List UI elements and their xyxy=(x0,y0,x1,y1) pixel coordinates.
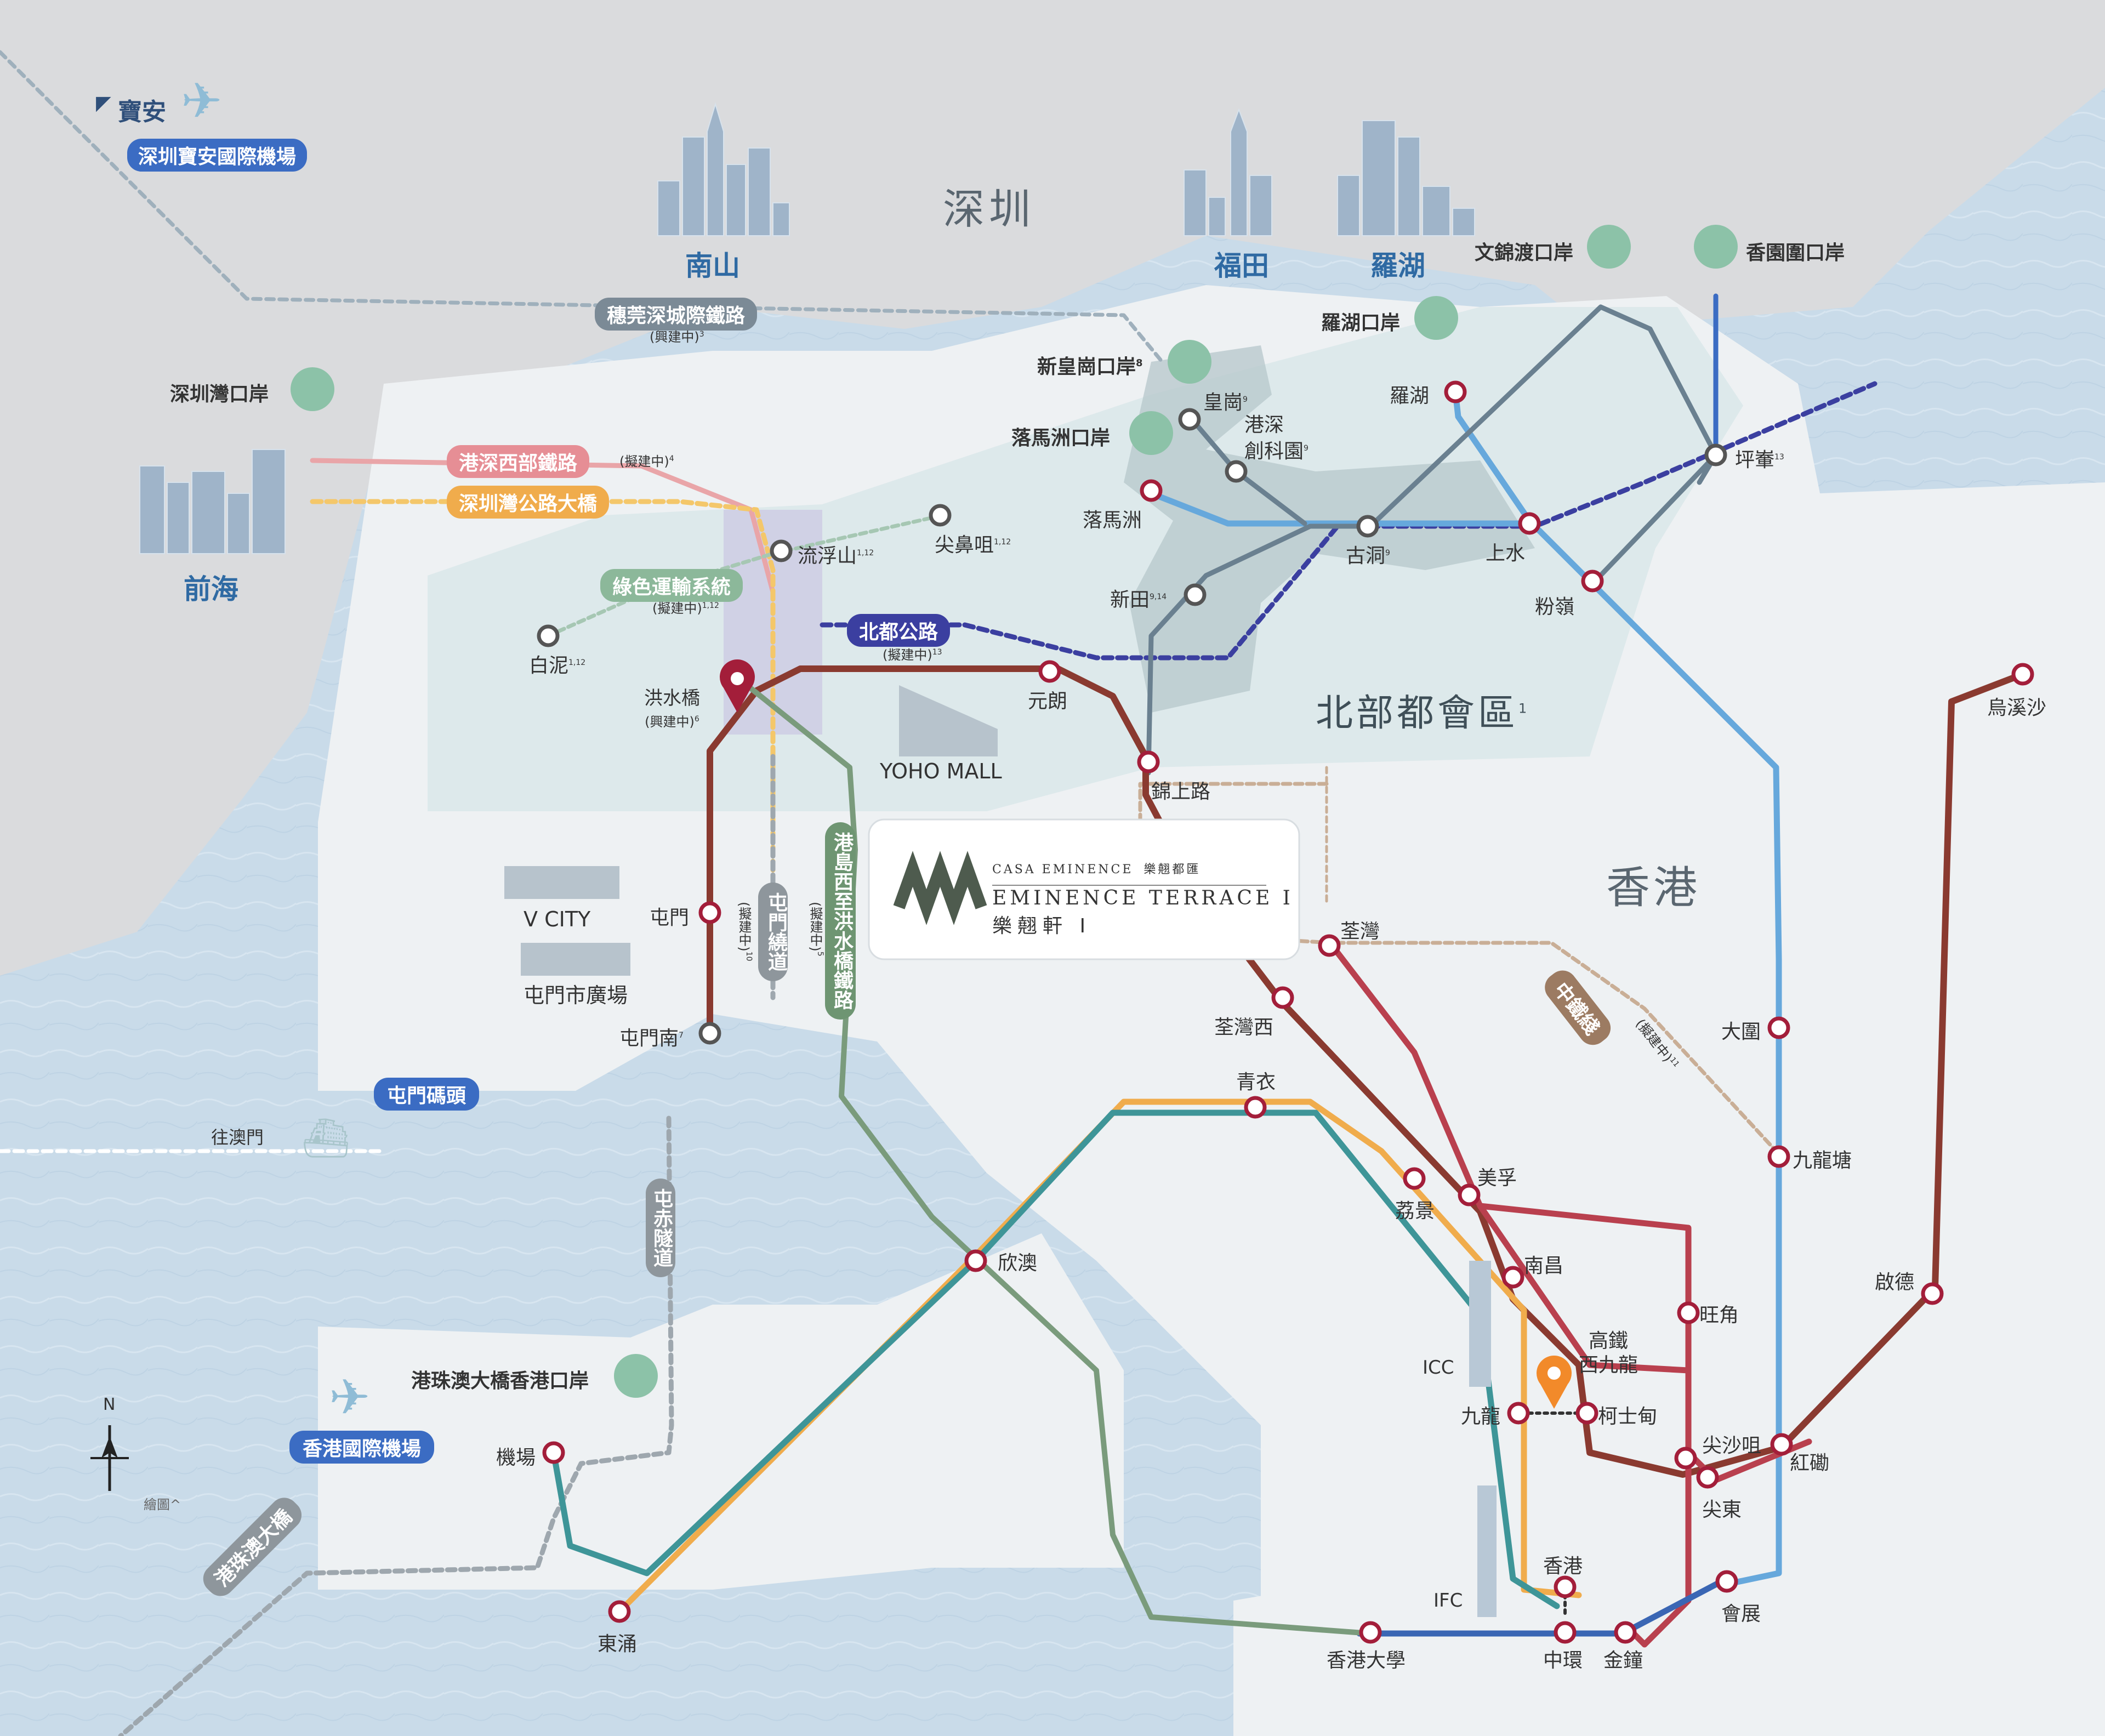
icc-tower-icon xyxy=(1469,1261,1491,1387)
project-card[interactable] xyxy=(868,818,1300,960)
station-ap[interactable] xyxy=(542,1441,565,1464)
project-location-pin[interactable] xyxy=(720,659,755,713)
shenzhen-land xyxy=(0,0,2105,658)
station-aus[interactable] xyxy=(1575,1402,1598,1425)
project-logo-icon xyxy=(893,851,987,925)
airplane-icon: ✈ xyxy=(181,72,222,130)
station-tms[interactable] xyxy=(698,1022,721,1045)
futian-skyline-icon xyxy=(1184,108,1272,236)
east-rail-line xyxy=(1452,389,1782,1587)
station-hku[interactable] xyxy=(1359,1621,1382,1644)
airplane-icon-hkia: ✈ xyxy=(329,1369,370,1426)
station-tbt[interactable] xyxy=(929,504,952,527)
lok-ma-chau-spur xyxy=(1148,490,1533,527)
station-tk[interactable] xyxy=(1921,1282,1944,1305)
station-mk[interactable] xyxy=(1677,1301,1700,1324)
tmtp-icon xyxy=(521,943,630,976)
station-ip[interactable] xyxy=(1225,460,1248,483)
ferry-icon: ⛴ xyxy=(301,1115,350,1160)
station-sunny[interactable] xyxy=(964,1249,987,1272)
station-wks[interactable] xyxy=(2011,663,2034,686)
station-pc[interactable] xyxy=(1704,443,1727,466)
west-kowloon-pin[interactable] xyxy=(1537,1356,1572,1409)
tunnel-line xyxy=(118,1115,674,1736)
north-arrow-icon xyxy=(90,1425,129,1491)
station-etst[interactable] xyxy=(1696,1466,1719,1489)
station-tww[interactable] xyxy=(1271,986,1294,1009)
airport-express-line xyxy=(550,1109,1560,1609)
station-mf[interactable] xyxy=(1458,1183,1481,1206)
station-st[interactable] xyxy=(1184,583,1207,606)
station-lw[interactable] xyxy=(1444,380,1467,403)
station-wg[interactable] xyxy=(1178,408,1201,431)
hkisland-hsk-line xyxy=(737,677,1373,1636)
station-ncs[interactable] xyxy=(1501,1266,1524,1289)
station-ksr[interactable] xyxy=(1137,750,1160,773)
station-kt[interactable] xyxy=(1767,1145,1790,1168)
station-hom[interactable] xyxy=(1770,1433,1793,1456)
station-lck[interactable] xyxy=(1403,1167,1426,1190)
ifc-tower-icon xyxy=(1477,1485,1497,1617)
tsuen-wan-line xyxy=(1329,942,1692,1648)
station-pn[interactable] xyxy=(537,624,560,647)
fanling-link xyxy=(1592,452,1719,584)
nanshan-skyline-icon xyxy=(657,102,790,236)
tsingyi-land xyxy=(1162,1069,1288,1206)
grey-zone-1 xyxy=(1124,345,1535,713)
station-tst[interactable] xyxy=(1674,1447,1697,1470)
station-hk[interactable] xyxy=(1554,1575,1577,1598)
station-ty[interactable] xyxy=(1244,1096,1267,1119)
station-lmc[interactable] xyxy=(1140,479,1163,502)
stations xyxy=(537,380,2034,1644)
yoho-mall-icon xyxy=(899,685,998,756)
station-adm[interactable] xyxy=(1614,1621,1637,1644)
station-yl[interactable] xyxy=(1038,660,1061,683)
station-ss[interactable] xyxy=(1518,512,1541,535)
station-tw2[interactable] xyxy=(1767,1016,1790,1039)
station-fl[interactable] xyxy=(1581,570,1604,593)
station-kow[interactable] xyxy=(1507,1402,1530,1425)
qianhai-skyline-icon xyxy=(139,449,286,554)
hk-island-land xyxy=(1233,1562,1864,1736)
station-exh[interactable] xyxy=(1715,1570,1738,1593)
station-tm[interactable] xyxy=(698,901,721,924)
station-cen[interactable] xyxy=(1554,1621,1577,1644)
vcity-icon xyxy=(504,866,619,899)
station-kt2[interactable] xyxy=(1356,515,1379,538)
location-arrow-icon: ◤ xyxy=(96,92,111,115)
nmh-line xyxy=(820,381,1878,661)
station-lfs[interactable] xyxy=(770,539,793,562)
luohu-skyline-icon xyxy=(1337,120,1475,236)
station-tc[interactable] xyxy=(608,1600,631,1623)
station-tw[interactable] xyxy=(1318,934,1341,957)
lantau-land xyxy=(318,1233,1124,1590)
